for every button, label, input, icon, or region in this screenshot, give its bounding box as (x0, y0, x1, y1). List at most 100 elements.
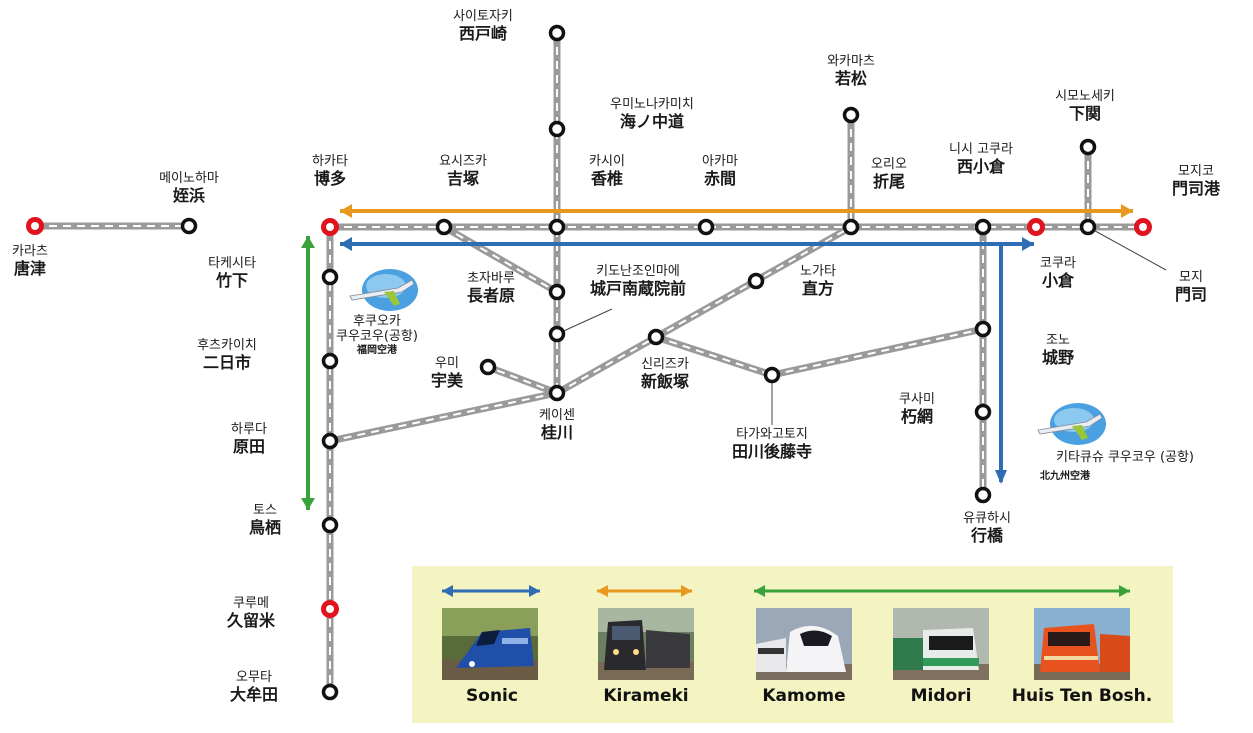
station-takeshita-marker (321, 268, 339, 286)
train-legend: Sonic Kirameki Kamome Midori Huis Ten Bo… (412, 566, 1173, 723)
station-nogata-marker (747, 272, 765, 290)
station-uminonakamichi-marker (548, 120, 566, 138)
station-name-ko: 코쿠라 (1040, 256, 1076, 271)
kirameki-route-arrow-head (1121, 204, 1133, 218)
station-name-ja: 城戸南蔵院前 (589, 278, 687, 298)
station-name-ko: 후츠카이치 (197, 338, 257, 353)
station-name-ja: 久留米 (226, 610, 276, 630)
legend-kamome-arrow-left (754, 585, 765, 597)
station-name-ko: 오무타 (236, 670, 272, 685)
station-name-ko: 쿠루메 (233, 596, 269, 611)
kitakyushu-airport-label: 키타큐슈 쿠우코우 (공항) 北九州空港 (1040, 450, 1195, 482)
station-shimonoseki-marker (1079, 138, 1097, 156)
station-name-ko: 카라츠 (12, 244, 48, 259)
station-name-ko: 하카타 (312, 154, 348, 169)
leader-lines (556, 226, 1167, 425)
station-name-ja: 門司港 (1171, 178, 1221, 198)
station-name-ko: 케이센 (539, 408, 575, 423)
station-name-ja: 桂川 (540, 422, 574, 442)
legend-sonic-arrow-left (442, 585, 453, 597)
station-name-ko: 유큐하시 (963, 511, 1011, 526)
station-name-ja: 鳥栖 (248, 517, 282, 537)
station-nishikokura-marker (974, 218, 992, 236)
station-name-ja: 長者原 (466, 285, 516, 305)
sonic-branch-head (995, 470, 1007, 484)
station-name-ko: 요시즈카 (439, 154, 487, 169)
station-name-ko: 쿠사미 (899, 392, 935, 407)
station-kidonanzoin-marker (548, 325, 566, 343)
station-name-ko: 우미 (435, 356, 459, 371)
track-lines (35, 33, 1143, 692)
station-name-ko: 니시 고쿠라 (949, 142, 1013, 157)
airport-icons (349, 269, 1106, 445)
station-markers (26, 24, 1152, 701)
kamome-train-image (756, 608, 852, 680)
station-name-ja: 城野 (1041, 347, 1075, 367)
station-name-ja: 香椎 (590, 168, 624, 188)
station-name-ko: 메이노하마 (159, 171, 219, 186)
station-name-ja: 宇美 (430, 370, 464, 390)
station-name-ko: 초자바루 (467, 271, 515, 286)
station-name-ja: 直方 (801, 278, 835, 298)
kitakyushu-airport-ko: 키타큐슈 쿠우코우 (공항) (1056, 450, 1195, 465)
kirameki-route-arrow-head (340, 204, 352, 218)
station-name-ja: 赤間 (703, 168, 737, 188)
station-moji-marker (1079, 218, 1097, 236)
kamome-route-arrow-head (301, 498, 315, 510)
station-name-ko: 와카마츠 (827, 54, 875, 69)
station-name-ja: 小倉 (1041, 270, 1075, 290)
station-name-ja: 竹下 (215, 270, 248, 290)
station-akama-marker (697, 218, 715, 236)
legend-kirameki-arrow-left (597, 585, 608, 597)
station-haruda-marker (321, 432, 339, 450)
kitakyushu-airport-icon-plane (1037, 413, 1103, 435)
kamome-route-arrow-head (301, 236, 315, 248)
station-name-ja: 朽網 (900, 406, 934, 426)
station-name-ko: 오리오 (871, 157, 907, 172)
station-tagawagotoji-marker (763, 366, 781, 384)
station-keisen-marker (548, 384, 566, 402)
kitakyushu-airport-icon-wing (1072, 425, 1088, 440)
station-mojiko-major-center (1139, 223, 1147, 231)
station-futsukaichi-marker (321, 352, 339, 370)
sonic-route-arrow-head (1022, 237, 1034, 251)
station-name-ko: 신리즈카 (641, 357, 689, 372)
legend-sonic-name: Sonic (466, 686, 518, 706)
station-saitozaki-marker (548, 24, 566, 42)
station-shiniizuka-marker (647, 328, 665, 346)
leader-kidonanzoin (556, 308, 613, 335)
station-name-ko: 시모노세키 (1055, 89, 1115, 104)
station-kusami-marker (974, 403, 992, 421)
legend-arrows (442, 585, 1130, 597)
station-orio-marker (842, 218, 860, 236)
fukuoka-airport-icon-wing (384, 291, 400, 306)
station-kokura-major-center (1032, 223, 1040, 231)
station-name-ja: 門司 (1174, 284, 1208, 304)
service-route-arrows (301, 204, 1133, 510)
station-name-ja: 西小倉 (956, 156, 1005, 176)
station-name-ja: 大牟田 (229, 684, 279, 704)
station-name-ko: 하루다 (231, 422, 267, 437)
kirameki-train-image (598, 608, 694, 680)
station-hakata-major-center (326, 223, 334, 231)
